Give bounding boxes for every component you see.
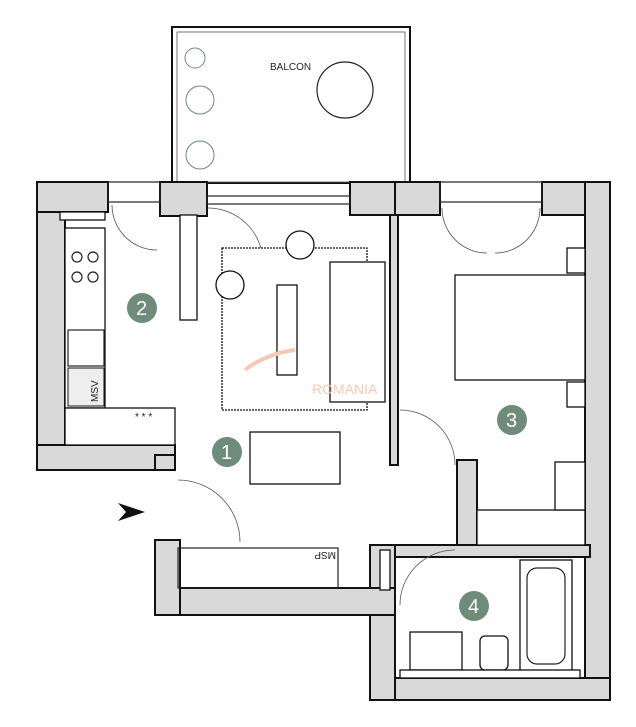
svg-text:2: 2 — [136, 298, 147, 320]
living-furniture — [177, 230, 386, 589]
plant-icon — [184, 47, 215, 170]
kitchen-washer-label: MSV — [90, 380, 101, 402]
stove-burner-icon — [87, 251, 99, 263]
balcony-label: BALCON — [270, 62, 311, 73]
kitchen-counter: * * * — [59, 211, 198, 446]
balcony — [171, 26, 411, 184]
svg-text:ROMANIA: ROMANIA — [312, 381, 378, 397]
svg-text:3: 3 — [506, 410, 517, 432]
svg-text:4: 4 — [468, 596, 479, 618]
balcony-table — [316, 61, 374, 119]
cooktop-icon: * * * — [135, 412, 152, 423]
stove-burner-icon — [87, 271, 99, 283]
washing-machine — [67, 367, 105, 407]
bathroom-furniture — [379, 549, 581, 679]
windows — [107, 181, 543, 205]
room-badge-2: 2 — [127, 293, 157, 323]
hall-cabinet — [177, 547, 339, 589]
room-badge-3: 3 — [497, 405, 527, 435]
hall-washer-label: MSP — [314, 549, 336, 560]
stove-burner-icon — [71, 271, 83, 283]
room-badge-4: 4 — [459, 591, 489, 621]
sink — [67, 329, 105, 367]
room-badge-1: 1 — [212, 437, 242, 467]
bedroom-furniture — [454, 247, 586, 546]
svg-text:1: 1 — [221, 442, 232, 464]
stove-burner-icon — [71, 251, 83, 263]
entrance-arrow-icon — [118, 503, 145, 521]
watermark-logo: ROMANIA — [243, 348, 378, 397]
